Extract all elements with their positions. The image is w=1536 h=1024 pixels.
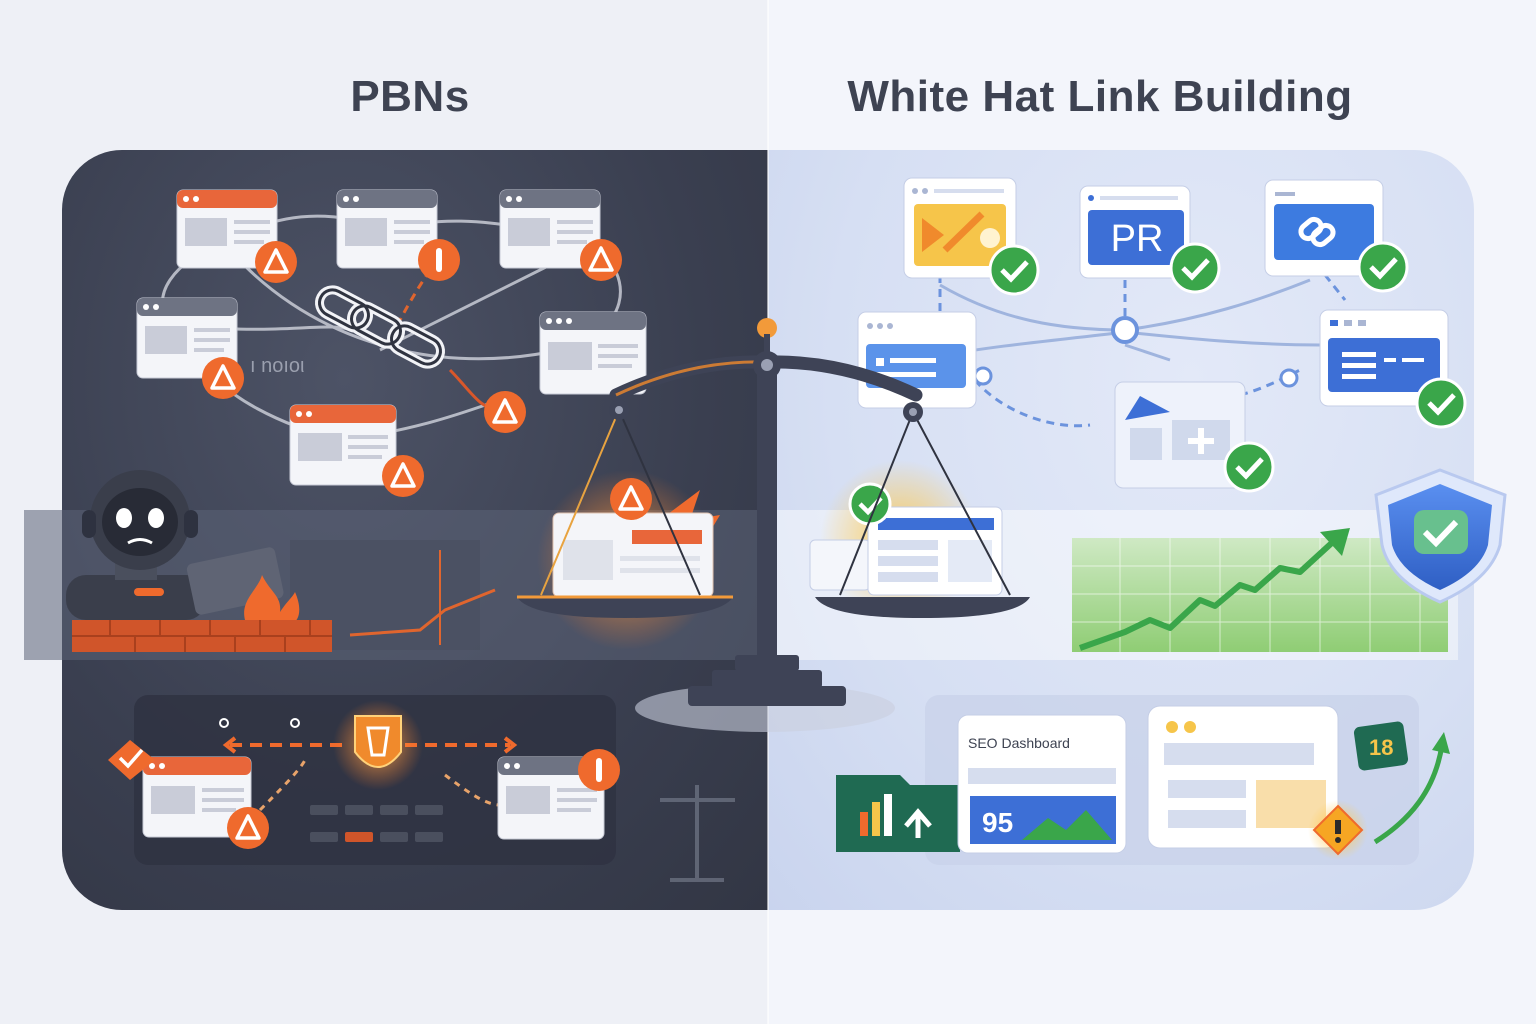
pbn-site-card — [289, 404, 397, 486]
check-icon — [988, 244, 1040, 296]
checkmark-warning-icon — [108, 740, 155, 780]
pbn-title: PBNs — [350, 72, 470, 121]
burning-site-card — [552, 490, 720, 598]
alert-icon — [578, 749, 620, 791]
add-content-card — [1114, 381, 1246, 489]
media-content-card — [903, 177, 1017, 279]
pbn-dashed-link — [393, 269, 432, 331]
hub-node — [1111, 316, 1139, 344]
seo-dashboard-card — [957, 714, 1127, 854]
warning-icon — [580, 239, 622, 281]
fire-icon — [244, 575, 300, 624]
content-card — [1147, 705, 1339, 849]
pbn-site-card — [497, 756, 605, 840]
check-icon — [1223, 441, 1275, 493]
pbn-site-card — [336, 189, 438, 269]
link-card — [1264, 179, 1384, 277]
caution-icon — [1312, 804, 1364, 856]
pr-label: PR — [1111, 218, 1164, 260]
pbn-trend-line — [349, 588, 496, 637]
warning-icon — [382, 455, 424, 497]
security-shield-icon — [1374, 468, 1507, 604]
shield-warning-icon — [354, 715, 402, 768]
pbn-site-card — [176, 189, 278, 269]
check-icon — [1415, 377, 1467, 429]
white-hat-title: White Hat Link Building — [847, 72, 1353, 121]
list-card — [1319, 309, 1449, 407]
calendar-icon — [1353, 721, 1409, 771]
check-icon — [1357, 241, 1409, 293]
balance-scale-icon — [517, 318, 1030, 706]
growth-arrow-icon — [1373, 732, 1450, 845]
seo-dashboard-label: SEO Dashboard — [968, 735, 1070, 751]
brick-wall — [72, 620, 332, 652]
seo-score: 95 — [982, 807, 1013, 838]
warning-icon — [202, 357, 244, 399]
trusted-site-card — [809, 506, 1003, 596]
pbn-site-card — [142, 756, 252, 838]
pbn-site-card — [136, 297, 238, 379]
warning-icon — [227, 807, 269, 849]
scale-watermark-icon — [660, 785, 735, 882]
pbn-site-card — [539, 311, 647, 395]
analytics-folder-icon — [836, 775, 960, 852]
alert-icon — [418, 239, 460, 281]
pbn-site-card — [499, 189, 601, 269]
check-icon — [1169, 242, 1221, 294]
warning-icon — [484, 391, 526, 433]
watermark-text: ı noıoι — [250, 355, 304, 377]
pr-card — [1079, 185, 1191, 279]
calendar-day: 18 — [1369, 735, 1393, 760]
robot-icon — [66, 470, 206, 620]
warning-icon — [610, 478, 652, 520]
warning-icon — [255, 241, 297, 283]
